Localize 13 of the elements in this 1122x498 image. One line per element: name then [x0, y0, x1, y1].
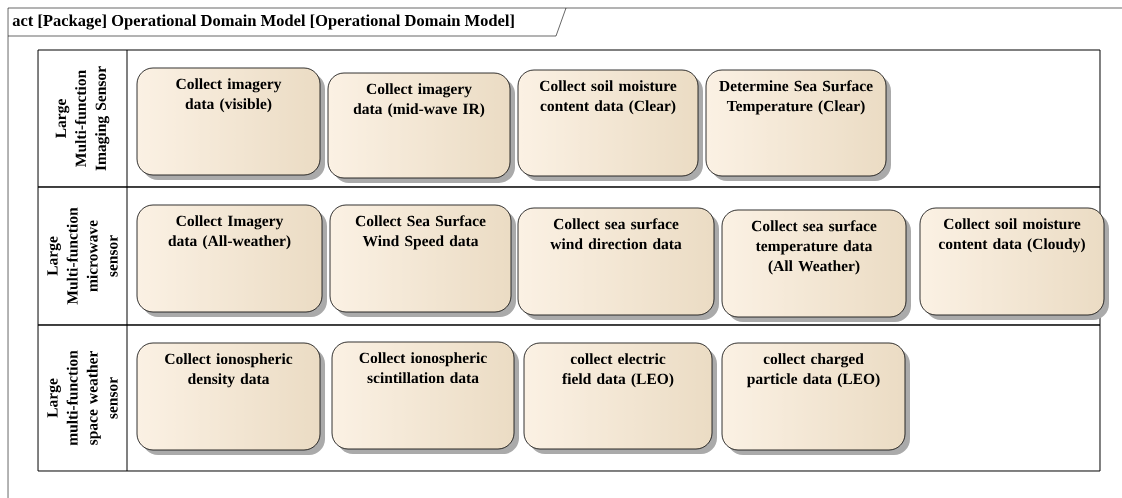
action-box: Collect soil moisture content data (Cloudy) — [919, 207, 1109, 320]
action-box: Collect ionospheric density data — [136, 342, 325, 455]
action-box: Collect Imagery data (All-weather) — [136, 204, 327, 317]
action-box: collect electric field data (LEO) — [523, 342, 717, 454]
action-box: Collect sea surface wind direction data — [517, 207, 719, 320]
action-box: Determine Sea Surface Temperature (Clear) — [705, 69, 891, 181]
action-box: Collect sea surface temperature data (All Weather) — [721, 209, 911, 322]
action-box: collect charged particle data (LEO) — [721, 342, 910, 455]
action-box: Collect soil moisture content data (Clear) — [517, 69, 703, 181]
action-box: Collect imagery data (visible) — [136, 67, 325, 180]
action-box: Collect ionospheric scintillation data — [331, 341, 519, 454]
action-box: Collect imagery data (mid-wave IR) — [327, 72, 515, 183]
action-box: Collect Sea Surface Wind Speed data — [329, 204, 516, 317]
